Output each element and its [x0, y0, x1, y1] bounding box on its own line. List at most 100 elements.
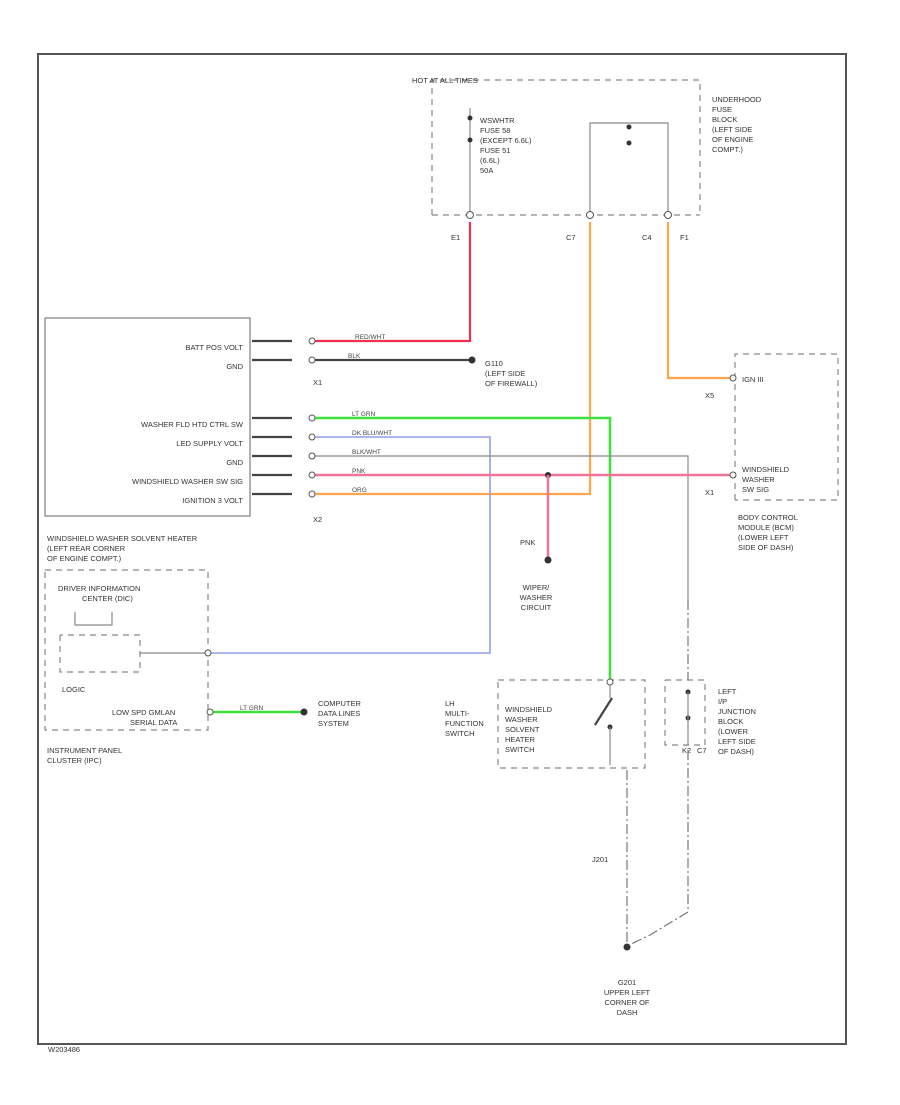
wire-washer-ctrl	[315, 416, 612, 680]
hot-at-all-times-label: HOT AT ALL TIMES	[412, 76, 478, 85]
g201-loc-3: DASH	[617, 1008, 638, 1017]
g201-loc-2: CORNER OF	[605, 998, 650, 1007]
solvent-switch-2: WASHER	[505, 715, 538, 724]
solvent-switch-3: SOLVENT	[505, 725, 540, 734]
ground-g110-1: G110	[485, 359, 503, 368]
wire-bcm-ign3	[666, 222, 730, 380]
bcm-name-2: MODULE (BCM)	[738, 523, 794, 532]
bcm-pin-x5: X5	[705, 391, 714, 400]
fuse-pin-f1: F1	[680, 233, 689, 242]
ground-g201: G201 UPPER LEFT CORNER OF DASH	[604, 978, 651, 1017]
wire-color-gmlan: LT GRN	[240, 705, 264, 712]
fuse-label-5: (6.6L)	[480, 156, 500, 165]
bcm-name-3: (LOWER LEFT	[738, 533, 789, 542]
multifunction-2: MULTI-	[445, 709, 470, 718]
computer-data-2: DATA LINES	[318, 709, 360, 718]
fuse-pin-c7: C7	[566, 233, 576, 242]
connector-x2: X2	[313, 515, 322, 524]
solvent-switch-4: HEATER	[505, 735, 535, 744]
fuse-block-name-5: OF ENGINE	[712, 135, 753, 144]
ipc-connector-box: BATT POS VOLT GND WASHER FLD HTD CTRL SW…	[44, 317, 322, 524]
ground-g110-2: (LEFT SIDE	[485, 369, 525, 378]
solvent-switch-5: SWITCH	[505, 745, 535, 754]
fuse-block-name-3: BLOCK	[712, 115, 737, 124]
ipc-connector-pins	[308, 337, 316, 498]
fuse-pin-c4: C4	[642, 233, 652, 242]
jb-label-7: OF DASH)	[718, 747, 754, 756]
jb-label-5: (LOWER	[718, 727, 749, 736]
ipc-label-ign3: IGNITION 3 VOLT	[182, 496, 243, 505]
wire-color-blk-wht: BLK/WHT	[352, 449, 381, 456]
dic-label-1: DRIVER INFORMATION	[58, 584, 140, 593]
bcm-name-4: SIDE OF DASH)	[738, 543, 794, 552]
ground-g110-3: OF FIREWALL)	[485, 379, 538, 388]
jb-label-1: LEFT	[718, 687, 737, 696]
footer-code: W203486	[48, 1045, 80, 1054]
wire-color-pnk: PNK	[352, 468, 366, 475]
fuse-label-4: FUSE 51	[480, 146, 510, 155]
multifunction-switch: LH MULTI- FUNCTION SWITCH WINDSHIELD WAS…	[445, 678, 646, 769]
connector-x1: X1	[313, 378, 322, 387]
solvent-switch-1: WINDSHIELD	[505, 705, 553, 714]
junction-block: K2 C7 LEFT I/P JUNCTION BLOCK (LOWER LEF…	[628, 600, 756, 946]
g201-name: G201	[618, 978, 636, 987]
fuse-block-name-1: UNDERHOOD	[712, 95, 762, 104]
g201-loc-1: UPPER LEFT	[604, 988, 651, 997]
wire-color-org: ORG	[352, 487, 367, 494]
bcm-pin-x1: X1	[705, 488, 714, 497]
wiper-circuit-3: CIRCUIT	[521, 603, 552, 612]
jb-label-6: LEFT SIDE	[718, 737, 756, 746]
wire-ignition-3	[315, 222, 592, 496]
ipc-label-washer-ctrl: WASHER FLD HTD CTRL SW	[141, 420, 244, 429]
dic-label-gmlan: LOW SPD GMLAN	[112, 708, 175, 717]
fuse-pin-e1: E1	[451, 233, 460, 242]
jb-label-3: JUNCTION	[718, 707, 756, 716]
ipc-name-2: CLUSTER (IPC)	[47, 756, 102, 765]
jb-label-2: I/P	[718, 697, 727, 706]
wiper-circuit-1: WIPER/	[523, 583, 551, 592]
multifunction-1: LH	[445, 699, 455, 708]
dic-label-serial: SERIAL DATA	[130, 718, 177, 727]
fuse-label-6: 50A	[480, 166, 493, 175]
heater-title-2: (LEFT REAR CORNER	[47, 544, 126, 553]
wire-gnd-jb	[315, 455, 689, 600]
wire-color-pnk-branch: PNK	[520, 538, 535, 547]
bcm-name-1: BODY CONTROL	[738, 513, 798, 522]
ipc-label-washer-sig: WINDSHIELD WASHER SW SIG	[132, 477, 243, 486]
multifunction-4: SWITCH	[445, 729, 475, 738]
wire-color-dk-blu-wht: DK BLU/WHT	[352, 430, 392, 437]
ipc-label-gnd2: GND	[226, 458, 243, 467]
heater-title-3: OF ENGINE COMPT.)	[47, 554, 122, 563]
wire-color-red-wht: RED/WHT	[355, 334, 385, 341]
bcm-label-washer: WASHER	[742, 475, 775, 484]
wire-color-blk: BLK	[348, 353, 361, 360]
jb-pin-k2: K2	[682, 746, 691, 755]
ipc-label-led: LED SUPPLY VOLT	[176, 439, 243, 448]
dic-label-logic: LOGIC	[62, 685, 86, 694]
ipc-terminal-stubs	[252, 339, 292, 496]
fuse-label-1: WSWHTR	[480, 116, 515, 125]
fuse-label-3: (EXCEPT 6.6L)	[480, 136, 532, 145]
wire-led-supply	[205, 436, 491, 654]
splice-j201: J201	[592, 855, 608, 864]
jb-label-4: BLOCK	[718, 717, 743, 726]
ipc-label-gnd1: GND	[226, 362, 243, 371]
solvent-heater-area: WINDSHIELD WASHER SOLVENT HEATER (LEFT R…	[44, 534, 362, 765]
fuse-label-2: FUSE 58	[480, 126, 510, 135]
underhood-fuse-block: HOT AT ALL TIMES UNDERHOOD FUSE BLOCK (L…	[412, 76, 762, 242]
ipc-name-1: INSTRUMENT PANEL	[47, 746, 122, 755]
dic-label-2: CENTER (DIC)	[82, 594, 133, 603]
bcm-label-windshield: WINDSHIELD	[742, 465, 790, 474]
bcm-label-sw-sig: SW SIG	[742, 485, 769, 494]
wire-batt-pos	[315, 222, 472, 343]
fuse-block-name-2: FUSE	[712, 105, 732, 114]
heater-title-1: WINDSHIELD WASHER SOLVENT HEATER	[47, 534, 198, 543]
multifunction-3: FUNCTION	[445, 719, 484, 728]
computer-data-1: COMPUTER	[318, 699, 362, 708]
fuse-block-name-6: COMPT.)	[712, 145, 743, 154]
wiper-circuit-2: WASHER	[520, 593, 553, 602]
ipc-label-batt: BATT POS VOLT	[185, 343, 243, 352]
body-control-module: IGN III WINDSHIELD WASHER SW SIG X5 X1 B…	[705, 353, 839, 552]
